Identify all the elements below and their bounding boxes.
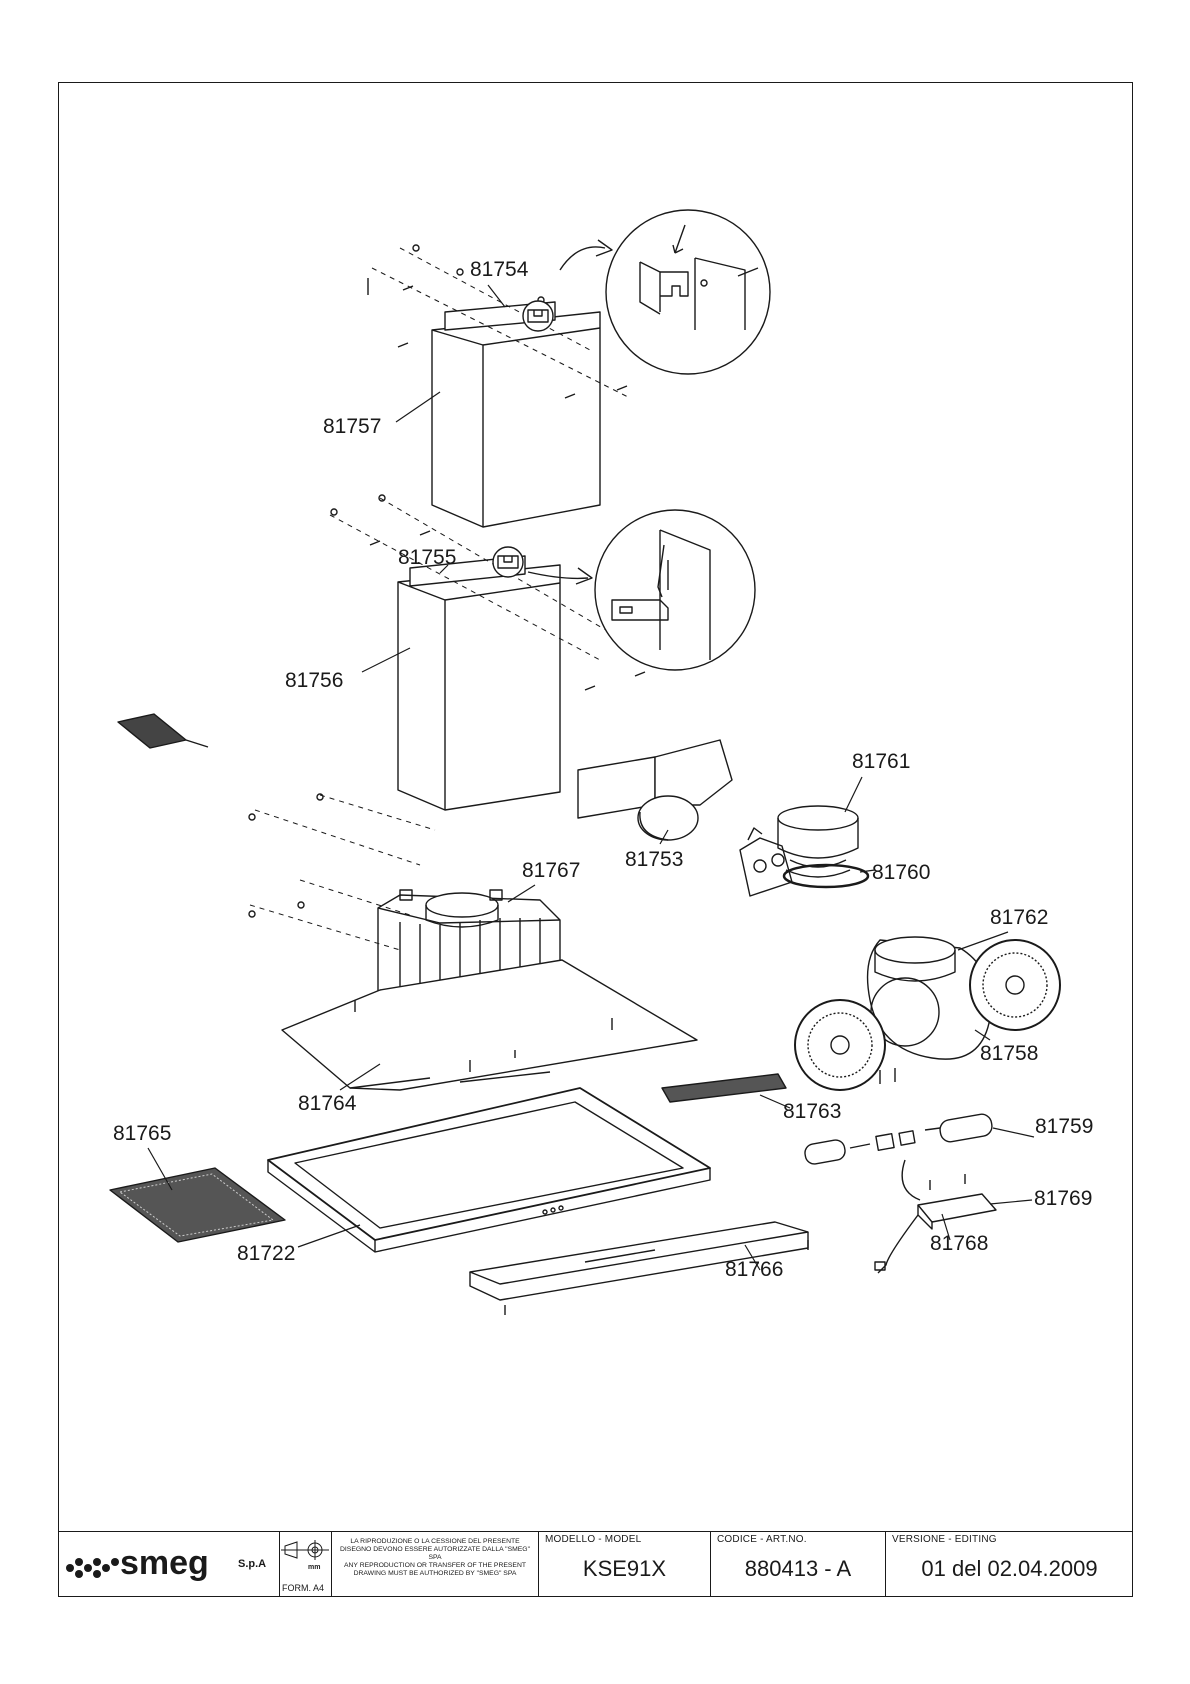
notice-cell: LA RIPRODUZIONE O LA CESSIONE DEL PRESEN…	[331, 1532, 538, 1596]
model-caption: MODELLO - MODEL	[545, 1534, 642, 1545]
part-label-81765: 81765	[113, 1122, 171, 1145]
front-rail-part	[469, 1221, 809, 1315]
collar-part	[777, 805, 870, 889]
part-label-81755: 81755	[398, 546, 456, 569]
projection-symbol-icon	[281, 1540, 329, 1560]
smeg-logo: smeg	[66, 1544, 209, 1582]
version-cell: VERSIONE - EDITING 01 del 02.04.2009	[885, 1532, 1133, 1596]
part-labels: 81754 81757 81755 81756 81761 81753 8176…	[113, 258, 1093, 1281]
lower-chimney-part	[329, 494, 646, 811]
part-label-81764: 81764	[298, 1092, 357, 1115]
grease-pad-part	[117, 713, 209, 749]
part-label-81754: 81754	[470, 258, 529, 281]
copyright-notice-english: ANY REPRODUCTION OR TRANSFER OF THE PRES…	[343, 1562, 527, 1577]
grease-filter-part	[109, 1167, 286, 1243]
form-size: FORM. A4	[282, 1583, 325, 1593]
company-suffix: S.p.A	[238, 1558, 267, 1570]
part-label-81762: 81762	[990, 906, 1048, 929]
version-value: 01 del 02.04.2009	[921, 1556, 1098, 1581]
logo-cell: smeg S.p.A	[58, 1532, 279, 1596]
drawing-sheet	[58, 82, 1133, 1597]
electrical-parts	[804, 1113, 997, 1274]
code-caption: CODICE - ART.NO.	[717, 1534, 807, 1545]
part-label-81769: 81769	[1034, 1187, 1092, 1210]
svg-text:smeg: smeg	[120, 1544, 209, 1582]
part-label-81757: 81757	[323, 415, 381, 438]
title-block: smeg S.p.A mm FORM. A4 LA RIPRODUZIONE O…	[58, 1531, 1133, 1597]
code-cell: CODICE - ART.NO. 880413 - A	[710, 1532, 885, 1596]
part-label-81758: 81758	[980, 1042, 1038, 1065]
copyright-notice-italian: LA RIPRODUZIONE O LA CESSIONE DEL PRESEN…	[339, 1538, 531, 1561]
scale-cell: mm FORM. A4	[279, 1532, 331, 1596]
backdraft-valve-part	[739, 827, 793, 897]
part-label-81768: 81768	[930, 1232, 988, 1255]
upper-plate-part	[248, 793, 698, 1091]
code-value: 880413 - A	[744, 1556, 852, 1581]
filter-strip-part	[661, 1073, 787, 1103]
hood-frame-part	[267, 1087, 711, 1253]
part-label-81766: 81766	[725, 1258, 783, 1281]
upper-chimney-part	[367, 244, 631, 528]
model-value: KSE91X	[582, 1556, 667, 1581]
motor-part	[794, 936, 1061, 1091]
upper-detail-circle	[559, 209, 771, 375]
part-label-81756: 81756	[285, 669, 343, 692]
part-label-81759: 81759	[1035, 1115, 1093, 1138]
lower-detail-circle	[527, 509, 756, 671]
leader-lines	[147, 284, 1035, 1271]
part-label-81761: 81761	[852, 750, 910, 773]
part-label-81763: 81763	[783, 1100, 841, 1123]
copyright-notice: LA RIPRODUZIONE O LA CESSIONE DEL PRESEN…	[334, 1538, 536, 1578]
part-label-81753: 81753	[625, 848, 683, 871]
scale-unit: mm	[308, 1564, 321, 1571]
duct-elbow-part	[577, 739, 733, 841]
part-label-81722: 81722	[237, 1242, 295, 1265]
part-label-81760: 81760	[872, 861, 930, 884]
version-caption: VERSIONE - EDITING	[892, 1534, 997, 1545]
model-cell: MODELLO - MODEL KSE91X	[538, 1532, 710, 1596]
part-label-81767: 81767	[522, 859, 580, 882]
